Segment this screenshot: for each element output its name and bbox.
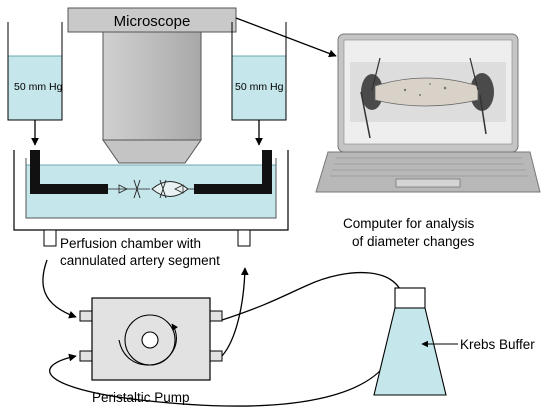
chamber-leg-right	[237, 229, 251, 247]
chamber-label-line2: cannulated artery segment	[60, 253, 220, 268]
laptop-trackpad	[395, 178, 461, 188]
microscope-body	[102, 31, 202, 141]
reservoir-left-label: 50 mm Hg	[14, 81, 63, 93]
computer-label-line1: Computer for analysis	[343, 216, 475, 231]
microscope-objective	[102, 139, 202, 164]
laptop-computer: Computer for analysis of diameter change…	[315, 33, 541, 249]
laptop-keyboard	[330, 157, 528, 177]
reservoir-left: 50 mm Hg	[7, 22, 63, 146]
chamber-label-line1: Perfusion chamber with	[60, 236, 201, 251]
pump-rotation-arrow	[118, 323, 179, 366]
tubing	[42, 259, 408, 407]
tube-pump-to-chamber	[221, 267, 249, 357]
reservoir-right: 50 mm Hg	[231, 22, 287, 146]
artery-micrograph	[350, 57, 506, 139]
flask-body	[373, 307, 447, 396]
microscope-head	[67, 7, 237, 33]
buffer-label: Krebs Buffer	[460, 337, 535, 352]
cannula-right	[194, 150, 272, 194]
peristaltic-pump: Peristaltic Pump	[79, 297, 223, 405]
perfusion-chamber: Perfusion chamber with cannulated artery…	[13, 150, 289, 268]
reservoir-right-label: 50 mm Hg	[235, 81, 284, 93]
cannula-left	[30, 150, 108, 194]
tube-chamber-to-pump	[42, 259, 77, 319]
laptop-keyboard-base	[315, 151, 541, 193]
microscope: Microscope	[67, 7, 237, 164]
buffer-flask: Krebs Buffer	[373, 287, 535, 396]
chamber-leg-left	[43, 229, 57, 247]
pump-rotor-inner	[141, 331, 159, 349]
flask-neck	[394, 287, 426, 309]
tube-pump-to-buffer	[221, 271, 408, 321]
tube-buffer-to-pump	[49, 339, 397, 407]
pump-label: Peristaltic Pump	[92, 390, 190, 405]
computer-label-line2: of diameter changes	[352, 234, 475, 249]
artery-segment	[108, 179, 194, 199]
microscope-label: Microscope	[114, 13, 191, 30]
